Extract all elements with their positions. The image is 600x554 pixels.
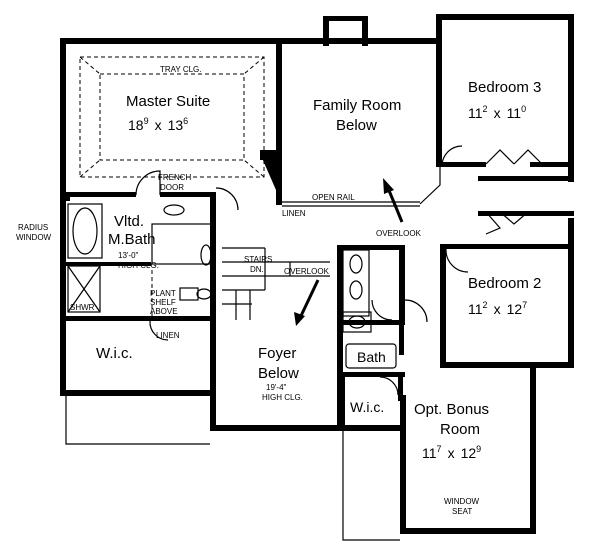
radius-window-label-2: WINDOW — [16, 233, 52, 242]
radius-window-label-1: RADIUS — [18, 223, 48, 232]
bedroom-3-name: Bedroom 3 — [468, 79, 541, 96]
tray-ceiling — [79, 56, 265, 178]
shower-label: SHWR — [70, 303, 95, 312]
hall-bath-label: Bath — [357, 349, 386, 365]
window-markers — [62, 16, 572, 532]
master-wic-label: W.i.c. — [96, 345, 133, 362]
small-wic-label: W.i.c. — [350, 399, 384, 415]
linen-label-bottom: LINEN — [156, 331, 180, 340]
room-foyer: Foyer Below 19'-4" HIGH CLG. — [258, 345, 303, 402]
french-door-label-2: DOOR — [160, 183, 184, 192]
window-seat-2: SEAT — [452, 507, 472, 516]
open-rail-label: OPEN RAIL — [312, 193, 355, 202]
overlook-arrows — [294, 178, 404, 326]
overlook-label-right: OVERLOOK — [376, 229, 422, 238]
bonus-room-name-2: Room — [440, 421, 480, 438]
family-room-name: Family Room — [313, 97, 401, 114]
bedroom-2-name: Bedroom 2 — [468, 275, 541, 292]
stairs — [222, 247, 330, 320]
foyer-name: Foyer — [258, 345, 296, 362]
stairs-label-1: STAIRS — [244, 255, 272, 264]
master-suite-name: Master Suite — [126, 93, 210, 110]
master-bath-name-2: M.Bath — [108, 231, 156, 248]
linen-label-top: LINEN — [282, 209, 306, 218]
tray-ceiling-note: TRAY CLG. — [160, 65, 202, 74]
bonus-room-name-1: Opt. Bonus — [414, 401, 489, 418]
master-bath-ceiling-1: 13'-0" — [118, 251, 139, 260]
foyer-ceiling-1: 19'-4" — [266, 383, 287, 392]
plant-shelf-label-1: PLANT — [150, 289, 176, 298]
room-master-bath: Vltd. M.Bath 13'-0" HIGH CLG. — [108, 213, 159, 270]
master-bath-ceiling-2: HIGH CLG. — [118, 261, 159, 270]
plant-shelf-label-2: SHELF — [150, 298, 176, 307]
stairs-label-2: DN. — [250, 265, 264, 274]
window-seat-1: WINDOW — [444, 497, 480, 506]
interior-walls — [66, 150, 574, 427]
door-swings — [135, 145, 543, 396]
plant-shelf-label-3: ABOVE — [150, 307, 178, 316]
bath-fixtures — [67, 203, 397, 369]
master-bath-name-1: Vltd. — [114, 213, 144, 230]
family-room-below: Below — [336, 117, 377, 134]
room-family: Family Room Below — [313, 97, 401, 134]
foyer-ceiling-2: HIGH CLG. — [262, 393, 303, 402]
overlook-label-stairs: OVERLOOK — [284, 267, 330, 276]
french-door-label-1: FRENCH — [158, 173, 192, 182]
foyer-below: Below — [258, 365, 299, 382]
